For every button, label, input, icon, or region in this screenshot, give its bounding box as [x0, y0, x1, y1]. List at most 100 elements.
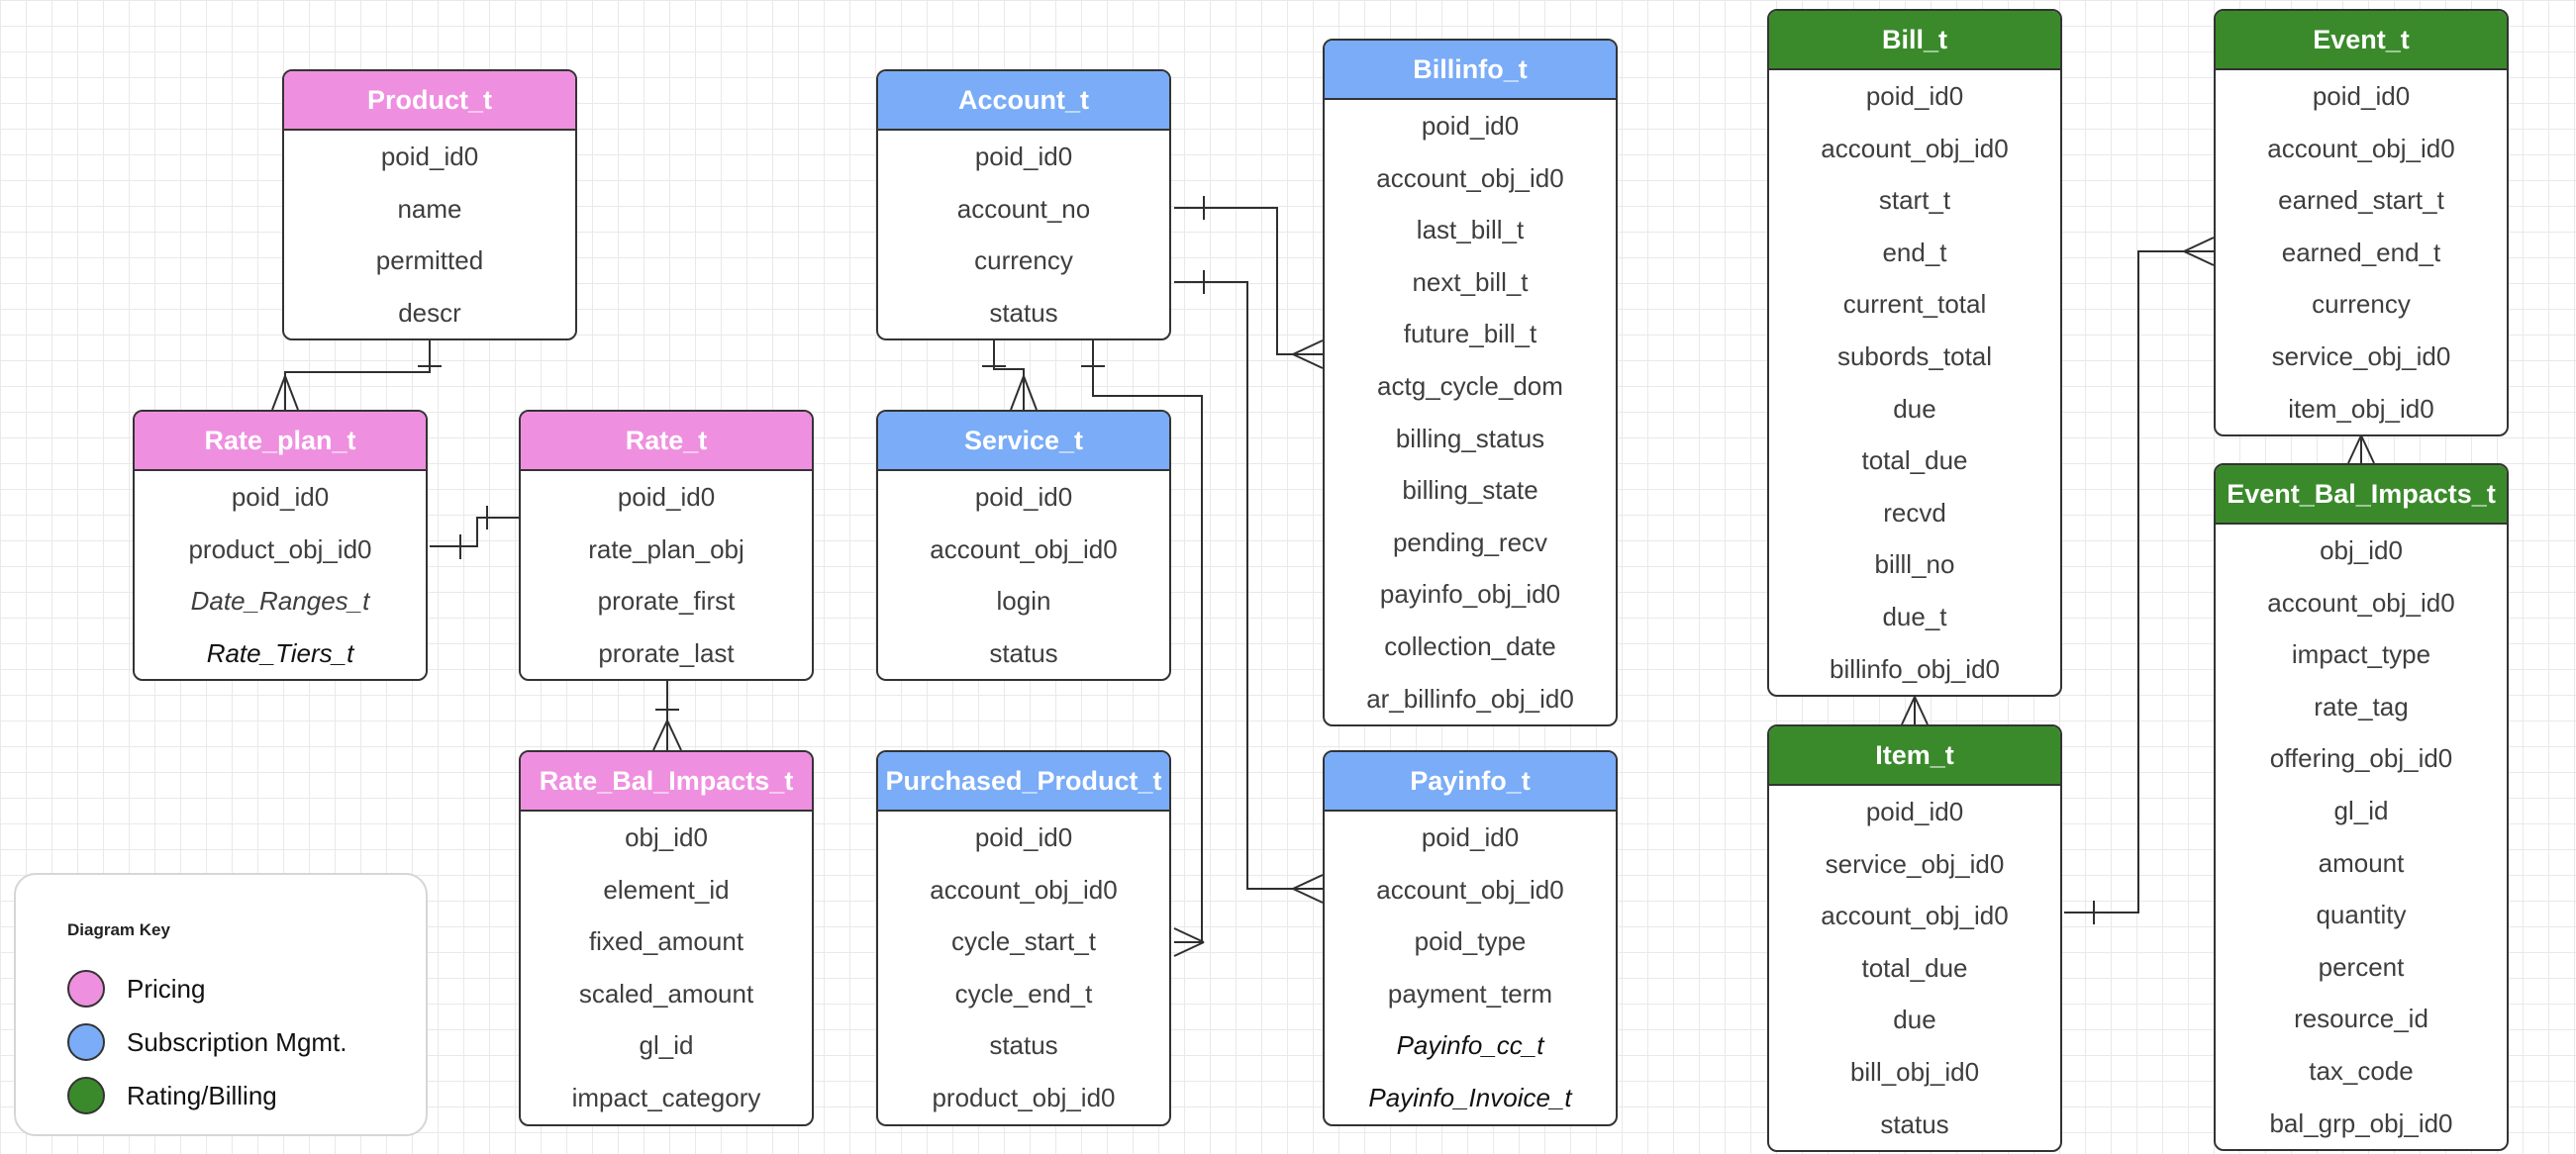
entity-field: impact_category: [571, 1082, 761, 1112]
entity-field: account_obj_id0: [1376, 874, 1564, 905]
entity-field: rate_tag: [2314, 691, 2409, 721]
entity-field: fixed_amount: [588, 926, 744, 957]
connector-account-service: [982, 338, 1038, 411]
connector-event-eventbalimpacts: [2347, 433, 2375, 464]
entity-billinfo-t[interactable]: Billinfo_t poid_id0 account_obj_id0 last_bi…: [1323, 39, 1618, 727]
entity-field: Rate_Tiers_t: [206, 637, 354, 668]
entity-field: account_obj_id0: [930, 533, 1118, 564]
entity-field: element_id: [603, 874, 730, 905]
entity-header: Payinfo_t: [1325, 752, 1616, 812]
entity-field: permitted: [375, 245, 484, 276]
entity-field: product_obj_id0: [932, 1082, 1116, 1112]
entity-field: service_obj_id0: [2271, 340, 2451, 371]
entity-field: poid_id0: [974, 822, 1073, 852]
entity-field: earned_end_t: [2281, 237, 2441, 267]
entity-field: payinfo_obj_id0: [1379, 579, 1561, 610]
entity-field: payment_term: [1387, 978, 1553, 1009]
entity-field: cycle_start_t: [951, 926, 1096, 957]
entity-field: poid_id0: [231, 482, 330, 512]
entity-field: prorate_last: [598, 637, 735, 668]
legend-dot-pricing: [67, 970, 105, 1008]
entity-field: account_obj_id0: [1821, 133, 2009, 163]
entity-field: poid_id0: [2312, 81, 2411, 111]
entity-field: pending_recv: [1392, 527, 1548, 557]
entity-field: tax_code: [2309, 1055, 2414, 1086]
entity-field: status: [989, 297, 1058, 328]
entity-field: offering_obj_id0: [2269, 743, 2453, 774]
entity-field: poid_type: [1414, 926, 1527, 957]
entity-field: recvd: [1883, 497, 1946, 528]
entity-header: Event_Bal_Impacts_t: [2216, 465, 2507, 525]
entity-field: scaled_amount: [578, 978, 754, 1009]
entity-field: amount: [2318, 847, 2405, 878]
entity-header: Billinfo_t: [1325, 41, 1616, 100]
entity-field: name: [397, 193, 462, 224]
entity-field: current_total: [1842, 289, 1987, 320]
legend-label-pricing: Pricing: [127, 974, 206, 1004]
entity-field: last_bill_t: [1416, 215, 1525, 245]
entity-header: Account_t: [878, 71, 1169, 131]
entity-field: poid_id0: [1421, 822, 1520, 852]
legend-label-billing: Rating/Billing: [127, 1081, 277, 1110]
entity-field: status: [989, 637, 1058, 668]
entity-field: quantity: [2316, 900, 2407, 930]
entity-field: status: [989, 1030, 1058, 1061]
entity-field: subords_total: [1836, 340, 1993, 371]
connector-item-event: [2064, 237, 2215, 924]
entity-field: billl_no: [1874, 549, 1955, 580]
entity-field: collection_date: [1384, 630, 1556, 661]
entity-field: poid_id0: [1865, 797, 1964, 826]
entity-field: login: [996, 586, 1051, 617]
entity-field: product_obj_id0: [188, 533, 372, 564]
entity-field: poid_id0: [974, 142, 1073, 171]
legend-dot-billing: [67, 1077, 105, 1114]
entity-field: descr: [398, 297, 461, 328]
entity-field: earned_start_t: [2278, 185, 2444, 216]
entity-field: start_t: [1878, 185, 1951, 216]
entity-field: gl_id: [639, 1030, 694, 1061]
entity-field: future_bill_t: [1403, 319, 1537, 349]
entity-header: Service_t: [878, 412, 1169, 471]
legend-label-subscription: Subscription Mgmt.: [127, 1027, 347, 1057]
entity-field: Payinfo_Invoice_t: [1368, 1082, 1572, 1112]
entity-payinfo-t[interactable]: Payinfo_t poid_id0 account_obj_id0 poid_typ…: [1323, 750, 1618, 1126]
entity-field: resource_id: [2294, 1004, 2428, 1034]
entity-header: Item_t: [1769, 726, 2060, 786]
connector-rateplan-rate: [430, 506, 519, 559]
entity-header: Rate_plan_t: [135, 412, 426, 471]
entity-field: poid_id0: [1421, 111, 1520, 141]
diagram-key-title: Diagram Key: [67, 920, 170, 939]
entity-field: poid_id0: [1865, 81, 1964, 111]
entity-header: Bill_t: [1769, 11, 2060, 70]
connector-rate-ratebalimpacts: [652, 679, 682, 751]
entity-field: total_due: [1861, 445, 1968, 476]
entity-field: due: [1893, 393, 1936, 424]
entity-field: billinfo_obj_id0: [1829, 653, 2001, 684]
entity-header: Event_t: [2216, 11, 2507, 70]
entity-field: Payinfo_cc_t: [1396, 1030, 1544, 1061]
entity-field: poid_id0: [380, 142, 479, 171]
entity-field: account_obj_id0: [1376, 162, 1564, 193]
entity-header: Product_t: [284, 71, 575, 131]
connector-account-payinfo: [1174, 270, 1324, 904]
diagram-key: Diagram Key Pricing Subscription Mgmt. R…: [14, 873, 428, 1136]
entity-field: due: [1893, 1005, 1936, 1035]
entity-field: rate_plan_obj: [588, 533, 744, 564]
entity-field: account_no: [956, 193, 1091, 224]
entity-field: next_bill_t: [1412, 266, 1529, 297]
connector-product-rateplan: [271, 338, 442, 411]
entity-field: total_due: [1861, 952, 1968, 983]
entity-field: service_obj_id0: [1825, 848, 2005, 879]
